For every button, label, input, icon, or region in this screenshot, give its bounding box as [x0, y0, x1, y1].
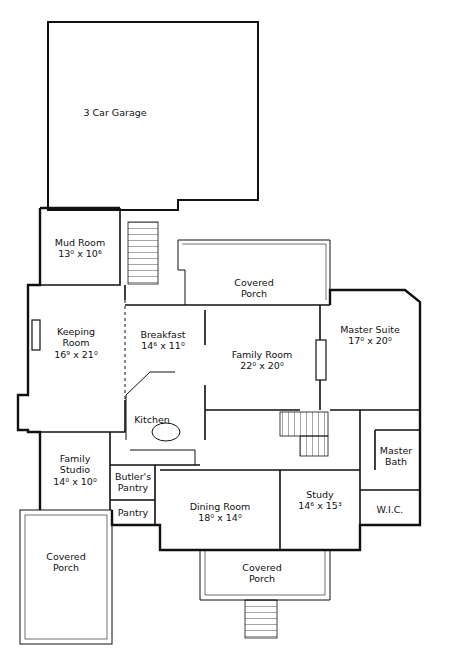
room-dimension: 17⁰ x 20⁰	[330, 335, 410, 346]
room-dimension: 14⁶ x 11⁰	[127, 340, 199, 351]
porch-outline	[25, 515, 107, 639]
room-name: Family Studio	[44, 453, 106, 476]
room-label: Butler's Pantry	[112, 470, 154, 495]
room-dimension: 13⁰ x 10⁶	[45, 248, 115, 259]
interior-wall	[28, 208, 420, 550]
room-name: Covered Porch	[226, 277, 282, 300]
room-label: Family Studio14⁰ x 10⁰	[42, 452, 108, 488]
stair	[245, 600, 277, 638]
stair	[280, 412, 328, 436]
room-name: 3 Car Garage	[62, 107, 168, 118]
garage-wall	[48, 22, 258, 210]
stair	[128, 222, 158, 284]
island	[152, 423, 180, 441]
room-name: Breakfast	[127, 329, 199, 340]
room-label: W.I.C.	[362, 503, 418, 516]
room-dimension: 18⁰ x 14⁰	[167, 512, 273, 523]
room-label: Keeping Room16⁹ x 21⁰	[44, 325, 108, 361]
room-dimension: 16⁹ x 21⁰	[46, 349, 106, 360]
room-label: Covered Porch	[232, 561, 292, 586]
room-label: Covered Porch	[36, 550, 96, 575]
porch-outline	[178, 240, 330, 305]
room-name: Mud Room	[45, 237, 115, 248]
room-name: Dining Room	[167, 501, 273, 512]
room-name: Family Room	[214, 349, 310, 360]
room-label: Breakfast14⁶ x 11⁰	[125, 328, 201, 353]
room-label: Pantry	[112, 506, 154, 519]
room-label: Master Bath	[376, 444, 416, 469]
room-name: Pantry	[114, 507, 152, 518]
room-dimension: 14⁰ x 10⁰	[44, 476, 106, 487]
room-label: Covered Porch	[224, 276, 284, 301]
room-label: Kitchen	[127, 413, 177, 426]
stair	[300, 436, 328, 456]
room-label: 3 Car Garage	[60, 106, 170, 119]
room-name: Master Bath	[378, 445, 414, 468]
porch-outline	[182, 244, 326, 300]
room-name: Butler's Pantry	[114, 471, 152, 494]
room-dimension: 14⁶ x 15³	[284, 500, 356, 511]
room-name: Kitchen	[129, 414, 175, 425]
room-name: Study	[284, 489, 356, 500]
porch-outline	[205, 550, 325, 595]
porch-outline	[20, 510, 112, 644]
outer-wall	[18, 208, 420, 550]
room-name: Covered Porch	[38, 551, 94, 574]
room-name: Covered Porch	[234, 562, 290, 585]
room-label: Study14⁶ x 15³	[282, 488, 358, 513]
room-label: Mud Room13⁰ x 10⁶	[43, 236, 117, 261]
fireplace	[32, 320, 40, 350]
porch-outline	[200, 550, 330, 600]
room-dimension: 22⁰ x 20⁰	[214, 360, 310, 371]
room-label: Dining Room18⁰ x 14⁰	[165, 500, 275, 525]
room-label: Master Suite17⁰ x 20⁰	[328, 323, 412, 348]
room-name: Master Suite	[330, 324, 410, 335]
room-label: Family Room22⁰ x 20⁰	[212, 348, 312, 373]
counter	[126, 372, 195, 465]
fireplace	[316, 340, 326, 380]
opening-line	[125, 300, 126, 400]
room-name: W.I.C.	[364, 504, 416, 515]
room-name: Keeping Room	[46, 326, 106, 349]
